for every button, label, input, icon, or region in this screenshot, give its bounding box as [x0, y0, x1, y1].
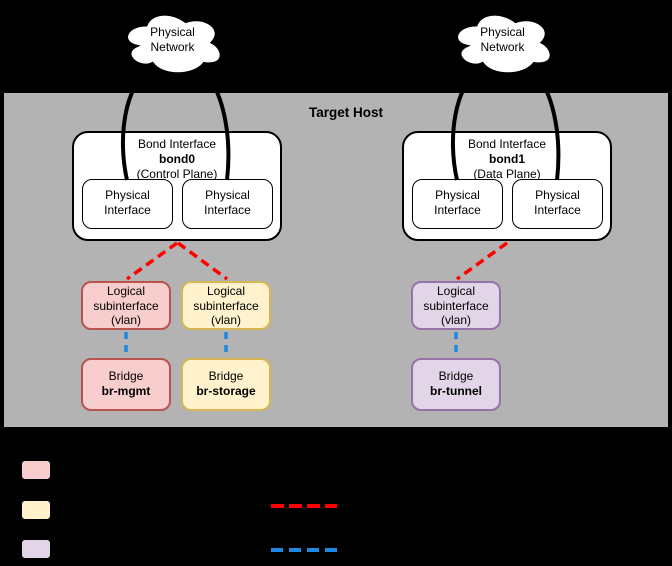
physical-interface-label: Interface — [434, 203, 481, 217]
legend-swatch-tunnel — [21, 539, 51, 559]
bond1-box: Bond Interface bond1 (Data Plane) Physic… — [402, 131, 612, 241]
cloud-label-line: Physical — [150, 25, 195, 39]
bridge-name: br-storage — [196, 384, 256, 398]
logical-subinterface-mgmt: Logical subinterface (vlan) — [81, 281, 171, 330]
physical-interface-label: Interface — [534, 203, 581, 217]
subinterface-label: (vlan) — [110, 313, 141, 327]
bond1-plane-label: (Data Plane) — [473, 167, 541, 181]
legend-swatch-storage — [21, 500, 51, 520]
bridge-br-mgmt: Bridge br-mgmt — [81, 358, 171, 411]
legend-swatch-mgmt — [21, 460, 51, 480]
physical-interface-label: Physical — [535, 188, 580, 202]
bridge-label: Bridge — [108, 369, 144, 383]
physical-interface-label: Physical — [435, 188, 480, 202]
bond1-physical-interface-2: Physical Interface — [512, 179, 603, 229]
bond1-physical-interface-1: Physical Interface — [412, 179, 503, 229]
bond0-plane-label: (Control Plane) — [136, 167, 218, 181]
cloud-label-line: Network — [480, 40, 525, 54]
bond0-physical-interface-1: Physical Interface — [82, 179, 173, 229]
subinterface-label: subinterface — [93, 298, 159, 313]
bond-interface-label: Bond Interface — [137, 137, 217, 151]
cloud-label-line: Network — [150, 40, 195, 54]
subinterface-label: subinterface — [423, 298, 489, 313]
target-host-label: Target Host — [308, 105, 383, 120]
subinterface-label: Logical — [106, 284, 146, 298]
physical-interface-label: Physical — [105, 188, 150, 202]
bond0-title-block: Bond Interface bond0 (Control Plane) — [74, 133, 280, 182]
logical-subinterface-storage: Logical subinterface (vlan) — [181, 281, 271, 330]
bond1-title-block: Bond Interface bond1 (Data Plane) — [404, 133, 610, 182]
bond-interface-label: Bond Interface — [467, 137, 547, 151]
cloud-label-line: Physical — [480, 25, 525, 39]
cloud-label-left: Physical Network — [120, 25, 225, 55]
logical-subinterface-tunnel: Logical subinterface (vlan) — [411, 281, 501, 330]
bridge-name: br-mgmt — [101, 384, 151, 398]
bond0-physical-interface-2: Physical Interface — [182, 179, 273, 229]
subinterface-label: Logical — [206, 284, 246, 298]
bridge-br-tunnel: Bridge br-tunnel — [411, 358, 501, 411]
physical-interface-label: Physical — [205, 188, 250, 202]
physical-interface-label: Interface — [104, 203, 151, 217]
subinterface-label: Logical — [436, 284, 476, 298]
bond0-name: bond0 — [159, 152, 195, 166]
physical-interface-label: Interface — [204, 203, 251, 217]
bond0-box: Bond Interface bond0 (Control Plane) Phy… — [72, 131, 282, 241]
bond1-name: bond1 — [489, 152, 525, 166]
cloud-label-right: Physical Network — [450, 25, 555, 55]
bridge-label: Bridge — [208, 369, 244, 383]
subinterface-label: (vlan) — [210, 313, 241, 327]
subinterface-label: subinterface — [193, 298, 259, 313]
bridge-name: br-tunnel — [430, 384, 482, 398]
bridge-br-storage: Bridge br-storage — [181, 358, 271, 411]
subinterface-label: (vlan) — [440, 313, 471, 327]
bridge-label: Bridge — [438, 369, 474, 383]
